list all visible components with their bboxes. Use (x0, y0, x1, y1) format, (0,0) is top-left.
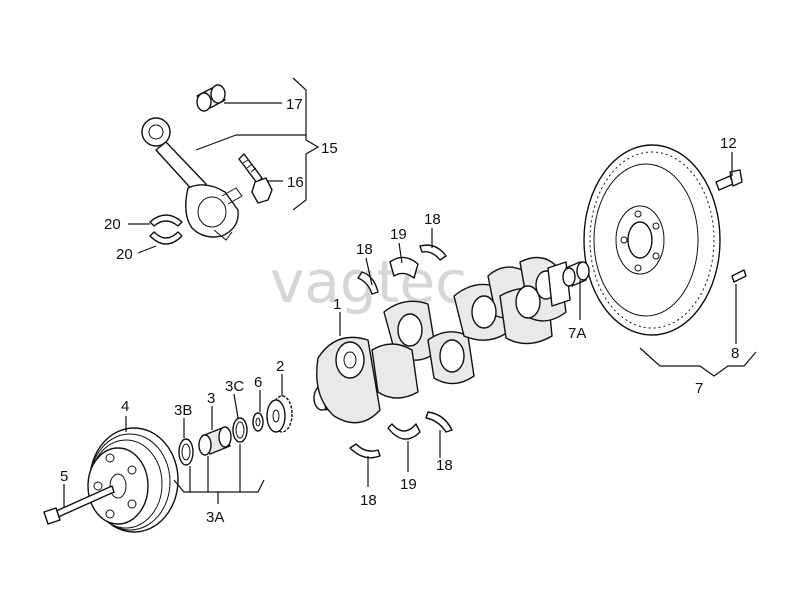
label-1: 1 (333, 296, 341, 313)
label-8: 8 (731, 345, 739, 362)
main-bearing-shell-upper (389, 256, 419, 279)
crank-leaders (339, 228, 441, 487)
dowel-pin-part (731, 269, 747, 283)
label-18-upper-right: 18 (424, 211, 441, 228)
label-3c: 3C (225, 378, 244, 395)
rod-leaders (128, 77, 320, 254)
pilot-bearing-part (562, 261, 590, 287)
label-17: 17 (286, 96, 303, 113)
connecting-rod-part (141, 117, 243, 241)
label-3: 3 (207, 390, 215, 407)
label-20-lower: 20 (116, 246, 133, 263)
label-19-lower: 19 (400, 476, 417, 493)
main-bearing-shell-lower (387, 423, 421, 440)
seal-ring-3b-part (178, 438, 194, 466)
thrust-washer-upper-left (357, 271, 379, 295)
label-2: 2 (276, 358, 284, 375)
label-19-upper: 19 (390, 226, 407, 243)
label-18-lower-left: 18 (360, 492, 377, 509)
label-5: 5 (60, 468, 68, 485)
label-4: 4 (121, 398, 129, 415)
pulley-bolt-part (43, 485, 115, 525)
piston-pin-bushing-part (196, 84, 226, 112)
label-18-lower-right: 18 (436, 457, 453, 474)
seal-ring-3c-part (232, 417, 248, 443)
thrust-washer-lower-left (349, 443, 381, 459)
vibration-damper-pulley-part (87, 427, 179, 533)
flywheel-leaders (579, 152, 757, 377)
washer-part (252, 412, 264, 432)
label-7: 7 (695, 380, 703, 397)
rod-bearing-shell-lower (149, 231, 183, 245)
label-6: 6 (254, 374, 262, 391)
bushing-part (198, 426, 232, 456)
rod-bolt-part (238, 153, 273, 204)
label-3b: 3B (174, 402, 192, 419)
label-12: 12 (720, 135, 737, 152)
thrust-washer-lower-right (425, 411, 453, 433)
label-7a: 7A (568, 325, 586, 342)
flywheel-part (583, 144, 721, 336)
crankshaft-part (313, 256, 571, 424)
label-15: 15 (321, 140, 338, 157)
front-leaders (63, 374, 283, 508)
label-20-upper: 20 (104, 216, 121, 233)
label-3a: 3A (206, 509, 224, 526)
thrust-washer-upper-right (419, 244, 447, 261)
label-16: 16 (287, 174, 304, 191)
flywheel-bolt-part (715, 169, 743, 191)
rod-bearing-shell-upper (149, 214, 183, 227)
main-bearings (349, 244, 453, 459)
connecting-rod-group (141, 84, 273, 245)
crank-sprocket-part (266, 395, 293, 433)
label-18-upper-left: 18 (356, 241, 373, 258)
